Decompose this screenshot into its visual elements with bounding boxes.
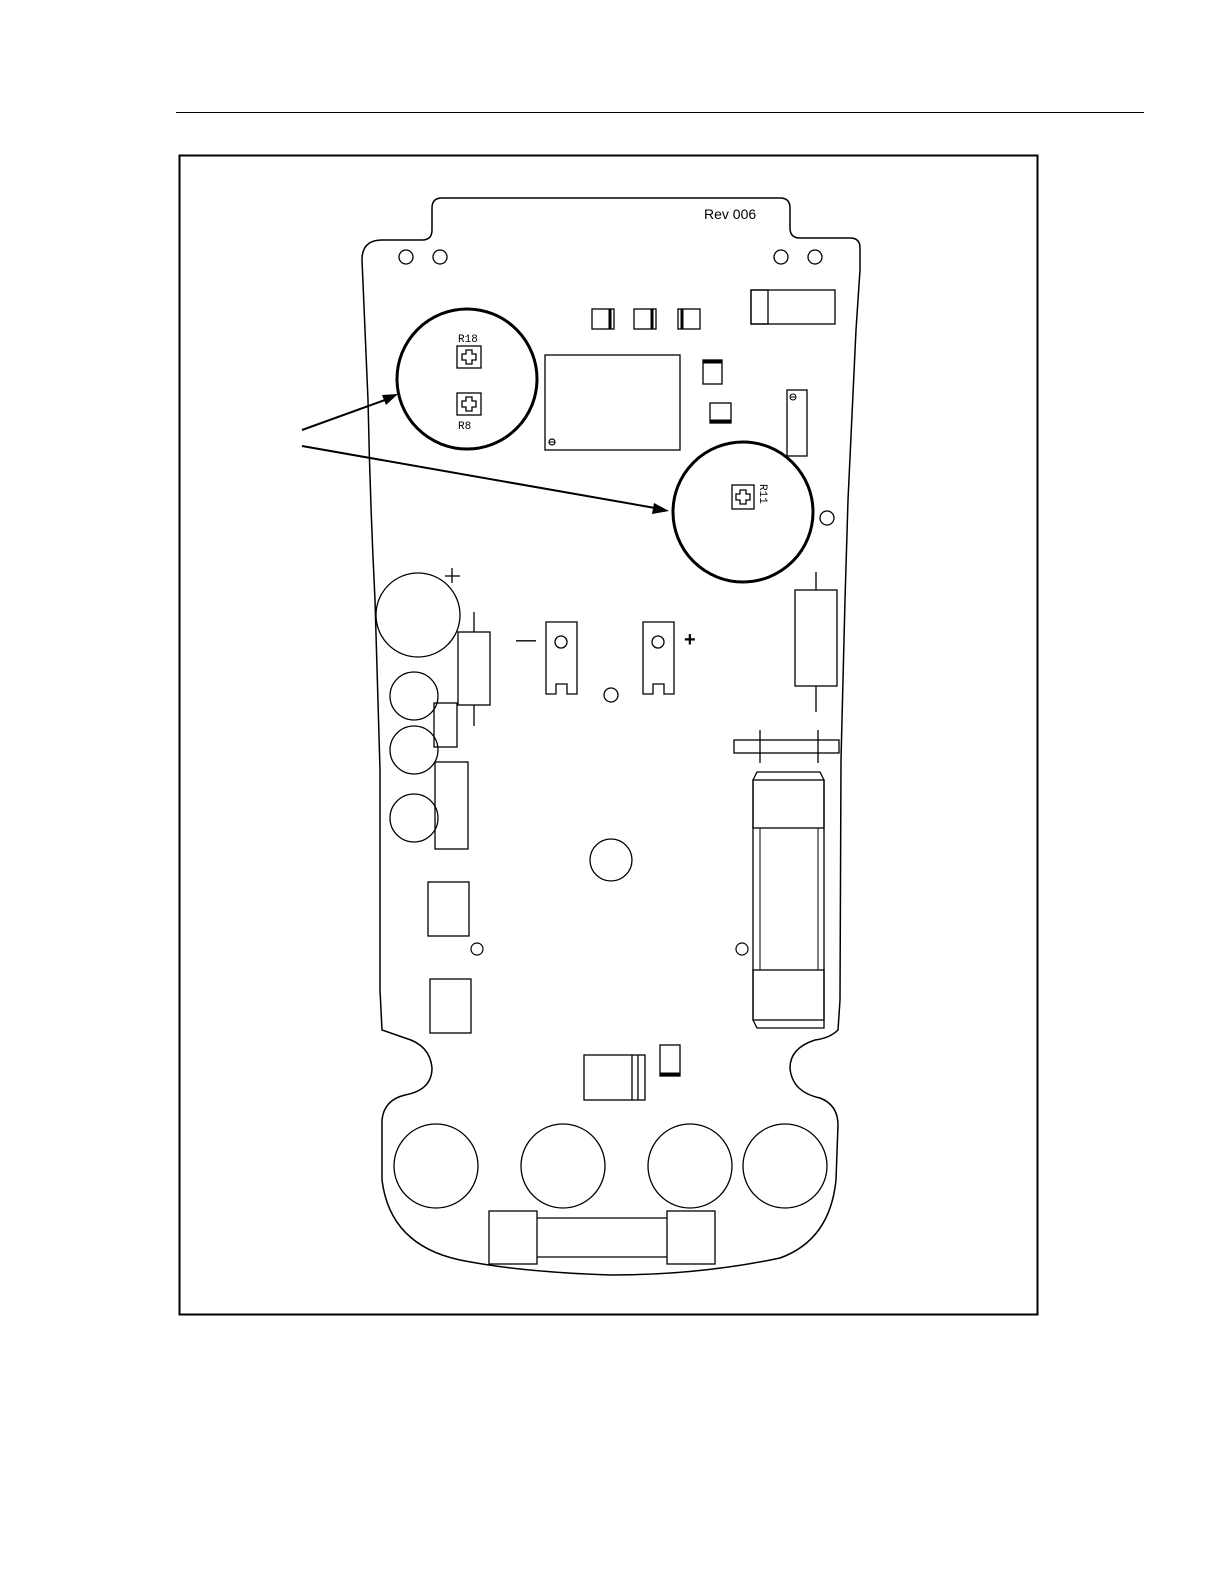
smd-component [435,762,468,849]
battery-terminal-positive [643,622,674,694]
callout-circle-r11 [673,442,813,582]
mounting-hole [604,688,618,702]
smd-component [634,309,656,329]
horizontal-component [734,730,839,763]
mounting-hole [774,250,788,264]
trim-component [787,390,807,456]
input-jack [521,1124,605,1208]
plus-sign: + [684,629,696,651]
pointer-arrow [302,446,669,514]
capacitor [390,794,438,842]
input-jack [648,1124,732,1208]
smd-component [428,882,469,936]
smd-component-large [751,290,835,324]
revision-label: Rev 006 [704,206,756,222]
r11-label: R11 [756,484,768,504]
minus-sign: — [516,629,536,651]
ic-chip [545,355,680,450]
diode [710,403,731,423]
pointer-arrow [302,394,398,430]
capacitor [376,568,460,657]
smd-component [678,309,700,329]
battery-terminal-negative [546,622,577,694]
mounting-hole [820,511,834,525]
fuse [753,772,824,1028]
adjust-pot-icon [457,346,481,368]
diode [703,360,722,384]
r18-label: R18 [458,334,478,346]
adjust-pot-icon [457,393,481,415]
mounting-hole [808,250,822,264]
fuse [489,1211,715,1264]
board-outline [362,198,860,1275]
axial-resistor [795,572,837,712]
input-jack [394,1124,478,1208]
smd-component [592,309,614,329]
mounting-hole [736,943,748,955]
adjust-pot-icon [732,485,754,509]
smd-component [434,703,457,747]
capacitor [390,672,438,720]
r8-label: R8 [458,421,471,433]
smd-component-large [584,1055,645,1100]
capacitor [390,726,438,774]
axial-resistor [458,612,490,726]
input-jack [743,1124,827,1208]
mounting-hole [433,250,447,264]
mounting-hole [590,839,632,881]
diode [660,1045,680,1076]
smd-component [430,979,471,1033]
mounting-hole [399,250,413,264]
mounting-hole [471,943,483,955]
